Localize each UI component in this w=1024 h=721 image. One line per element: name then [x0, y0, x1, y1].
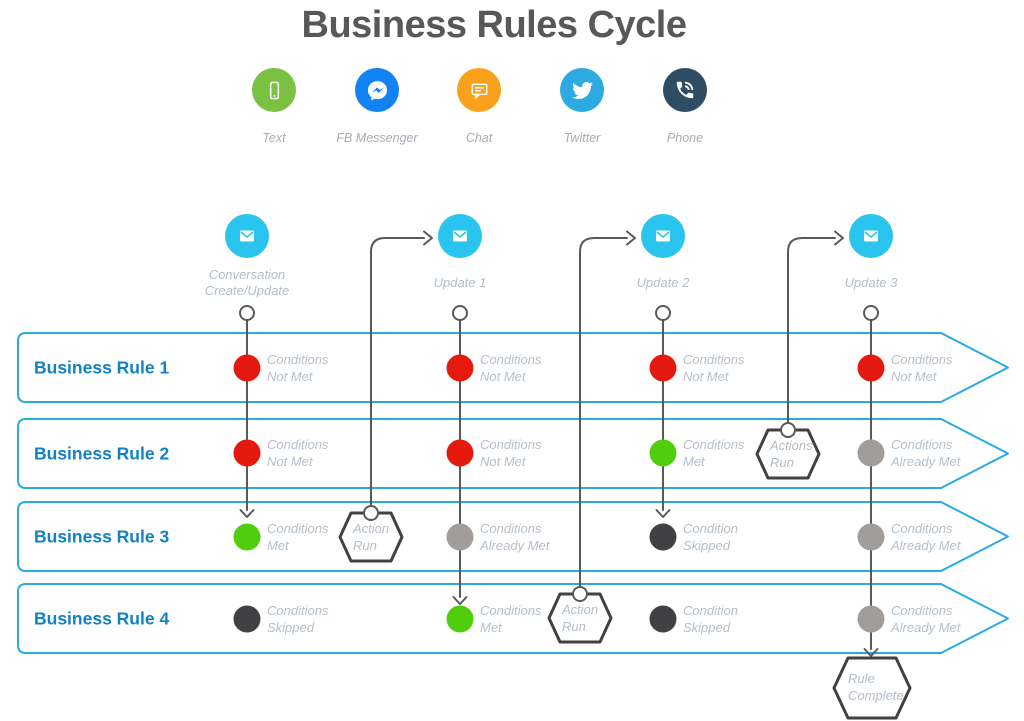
status-dot — [649, 523, 677, 551]
hexagon-action-run-1 — [338, 511, 404, 563]
messenger-icon — [355, 68, 399, 112]
status-dot — [446, 354, 474, 382]
status-dot — [233, 354, 261, 382]
status-dot — [857, 439, 885, 467]
status-dot — [233, 439, 261, 467]
connector-node-icon — [655, 305, 671, 321]
event-label-conversation: Conversation Create/Update — [204, 267, 290, 298]
status-dot — [233, 523, 261, 551]
hexagon-actions-run — [755, 428, 821, 480]
event-label-update-1: Update 1 — [433, 275, 487, 290]
event-label-update-2: Update 2 — [636, 275, 690, 290]
arrowhead-right-icon — [423, 230, 433, 246]
channel-label: Chat — [465, 131, 493, 145]
loop-line-action-run-to-update-2 — [579, 237, 628, 587]
status-dot — [649, 605, 677, 633]
status-dot — [446, 605, 474, 633]
mail-icon — [849, 214, 893, 258]
loop-line-actions-run-to-update-3 — [787, 237, 836, 423]
status-dot — [233, 605, 261, 633]
mail-icon — [438, 214, 482, 258]
connector-node-icon — [780, 422, 796, 438]
mail-icon — [641, 214, 685, 258]
channel-label: Text — [262, 131, 286, 145]
connector-node-icon — [572, 586, 588, 602]
status-dot — [857, 354, 885, 382]
rule-label-4: Business Rule 4 — [34, 608, 170, 628]
status-dot — [649, 439, 677, 467]
mail-icon — [225, 214, 269, 258]
arrowhead-right-icon — [834, 230, 844, 246]
arrowhead-down-icon — [452, 596, 468, 605]
rule-label-1: Business Rule 1 — [34, 357, 170, 377]
rule-band-2-shape — [17, 418, 1009, 489]
connector-node-icon — [863, 305, 879, 321]
rule-label-3: Business Rule 3 — [34, 526, 170, 546]
rule-band-4-shape — [17, 583, 1009, 654]
status-dot — [857, 605, 885, 633]
page-title: Business Rules Cycle — [301, 4, 687, 46]
connector-node-icon — [363, 505, 379, 521]
status-dot — [446, 439, 474, 467]
connector-node-icon — [239, 305, 255, 321]
chat-bubble-icon — [457, 68, 501, 112]
status-dot — [857, 523, 885, 551]
arrowhead-down-icon — [239, 509, 255, 518]
twitter-bird-icon — [560, 68, 604, 112]
channel-label: FB Messenger — [336, 131, 418, 145]
hexagon-action-run-2 — [547, 592, 613, 644]
channel-label: Phone — [666, 131, 704, 145]
connector-node-icon — [452, 305, 468, 321]
rule-label-2: Business Rule 2 — [34, 443, 170, 463]
channel-label: Twitter — [563, 131, 601, 145]
rule-band-1-shape — [17, 332, 1009, 403]
arrowhead-right-icon — [626, 230, 636, 246]
arrowhead-down-icon — [863, 648, 879, 657]
status-dot — [649, 354, 677, 382]
loop-line-action-run-to-update-1 — [370, 237, 425, 507]
mobile-phone-icon — [252, 68, 296, 112]
event-label-update-3: Update 3 — [844, 275, 898, 290]
status-dot — [446, 523, 474, 551]
hexagon-rule-complete — [832, 656, 912, 720]
arrowhead-down-icon — [655, 509, 671, 518]
rule-band-3-shape — [17, 501, 1009, 572]
phone-handset-icon — [663, 68, 707, 112]
